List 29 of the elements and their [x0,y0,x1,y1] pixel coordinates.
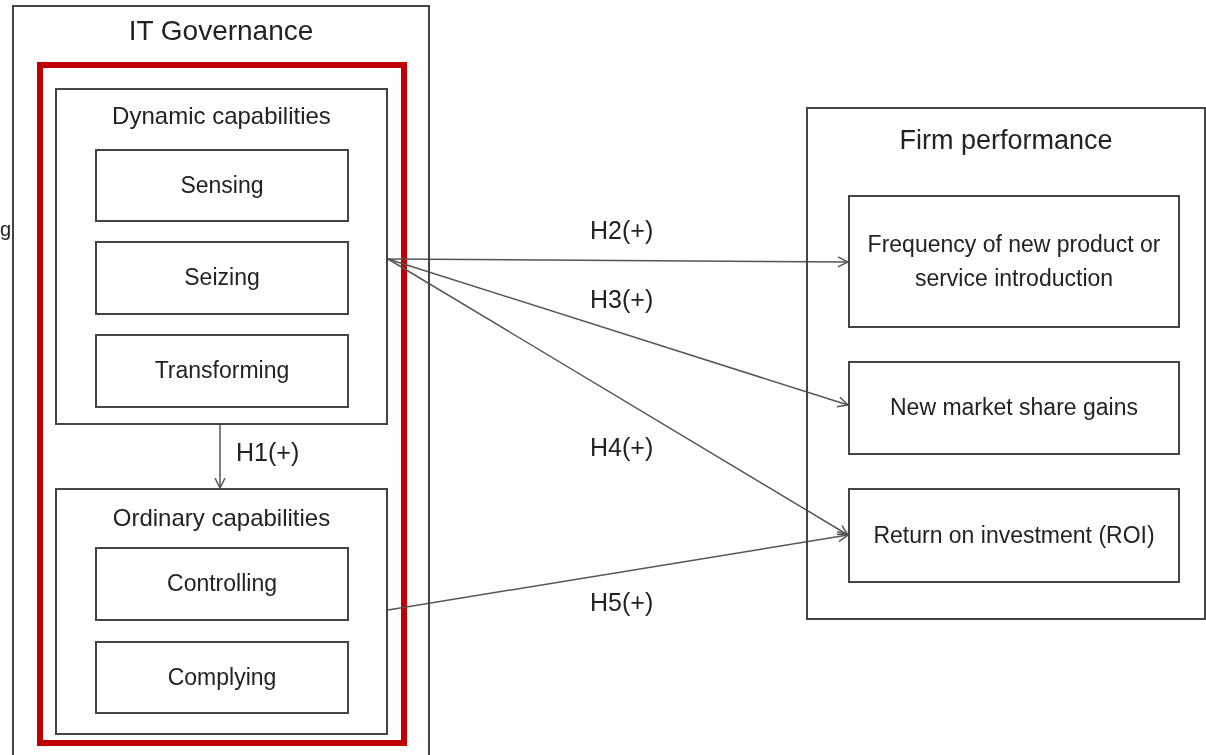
group-heading: IT Governance [127,15,315,47]
construct-label: Sensing [180,170,264,200]
arrow [387,256,849,268]
group-heading: Dynamic capabilities [111,102,332,130]
group-heading: Firm performance [898,125,1114,156]
construct-label: Controlling [167,569,277,599]
construct-box [848,195,1180,328]
construct-box [95,547,349,621]
construct-box [95,149,349,222]
arrow [387,258,849,408]
group-box [55,88,388,425]
construct-box [848,488,1180,583]
construct-label: Seizing [184,263,260,293]
construct-label: New market share gains [890,393,1138,423]
group-box [12,5,430,755]
group-box [806,107,1206,620]
construct-box [95,241,349,315]
arrow [214,424,226,489]
construct-label: Return on investment (ROI) [873,520,1155,550]
construct-box [95,641,349,714]
construct-label: Transforming [154,356,290,386]
cut-text: g [0,218,12,241]
construct-box [848,361,1180,455]
construct-label: Frequency of new product or service introduction [866,230,1162,293]
group-box [55,488,388,735]
construct-box [95,334,349,408]
construct-label: Complying [167,662,277,692]
group-heading: Ordinary capabilities [111,504,332,532]
arrow [387,258,849,536]
